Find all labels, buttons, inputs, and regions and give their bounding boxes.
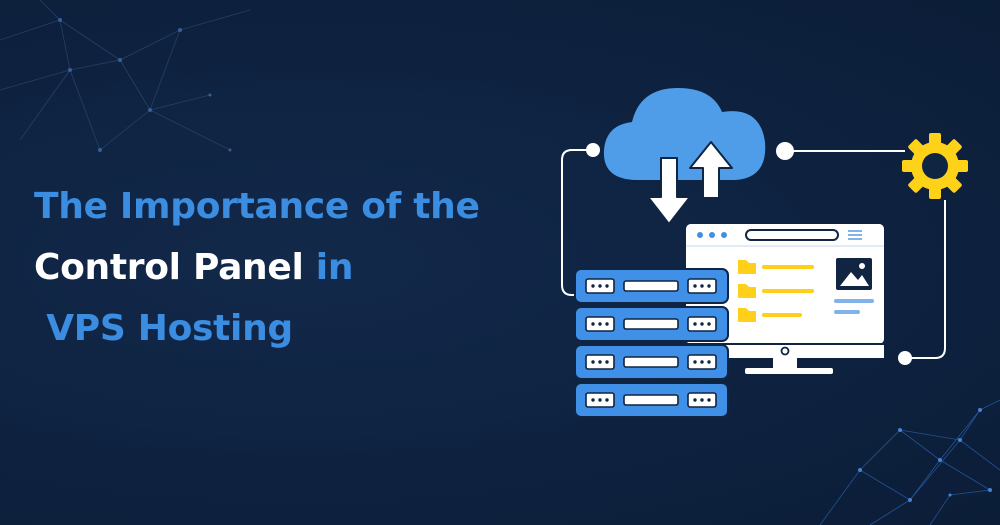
upload-arrow-icon (689, 141, 733, 199)
connector-dot-left (586, 143, 600, 157)
headline-line-1: The Importance of the (34, 186, 480, 227)
connector-lines (561, 149, 946, 359)
server-unit (574, 344, 729, 380)
gear-icon (902, 133, 968, 199)
folder-icon (738, 260, 814, 322)
connector-dot-bottom (898, 351, 912, 365)
image-icon (834, 258, 874, 314)
server-unit (574, 382, 729, 418)
cloud-icon (603, 88, 766, 180)
headline-line-2-main: Control Panel (34, 247, 304, 288)
download-arrow-icon (647, 157, 691, 225)
server-rack-icon (574, 268, 729, 418)
server-unit (574, 306, 729, 342)
server-unit (574, 268, 729, 304)
connector-dot-right (776, 142, 794, 160)
headline: The Importance of the Control Panel in V… (34, 176, 480, 359)
headline-line-3: VPS Hosting (34, 308, 293, 349)
headline-line-2-tail: in (303, 247, 354, 288)
monitor-icon (686, 224, 884, 374)
headline-line-2: Control Panel in (34, 237, 480, 298)
